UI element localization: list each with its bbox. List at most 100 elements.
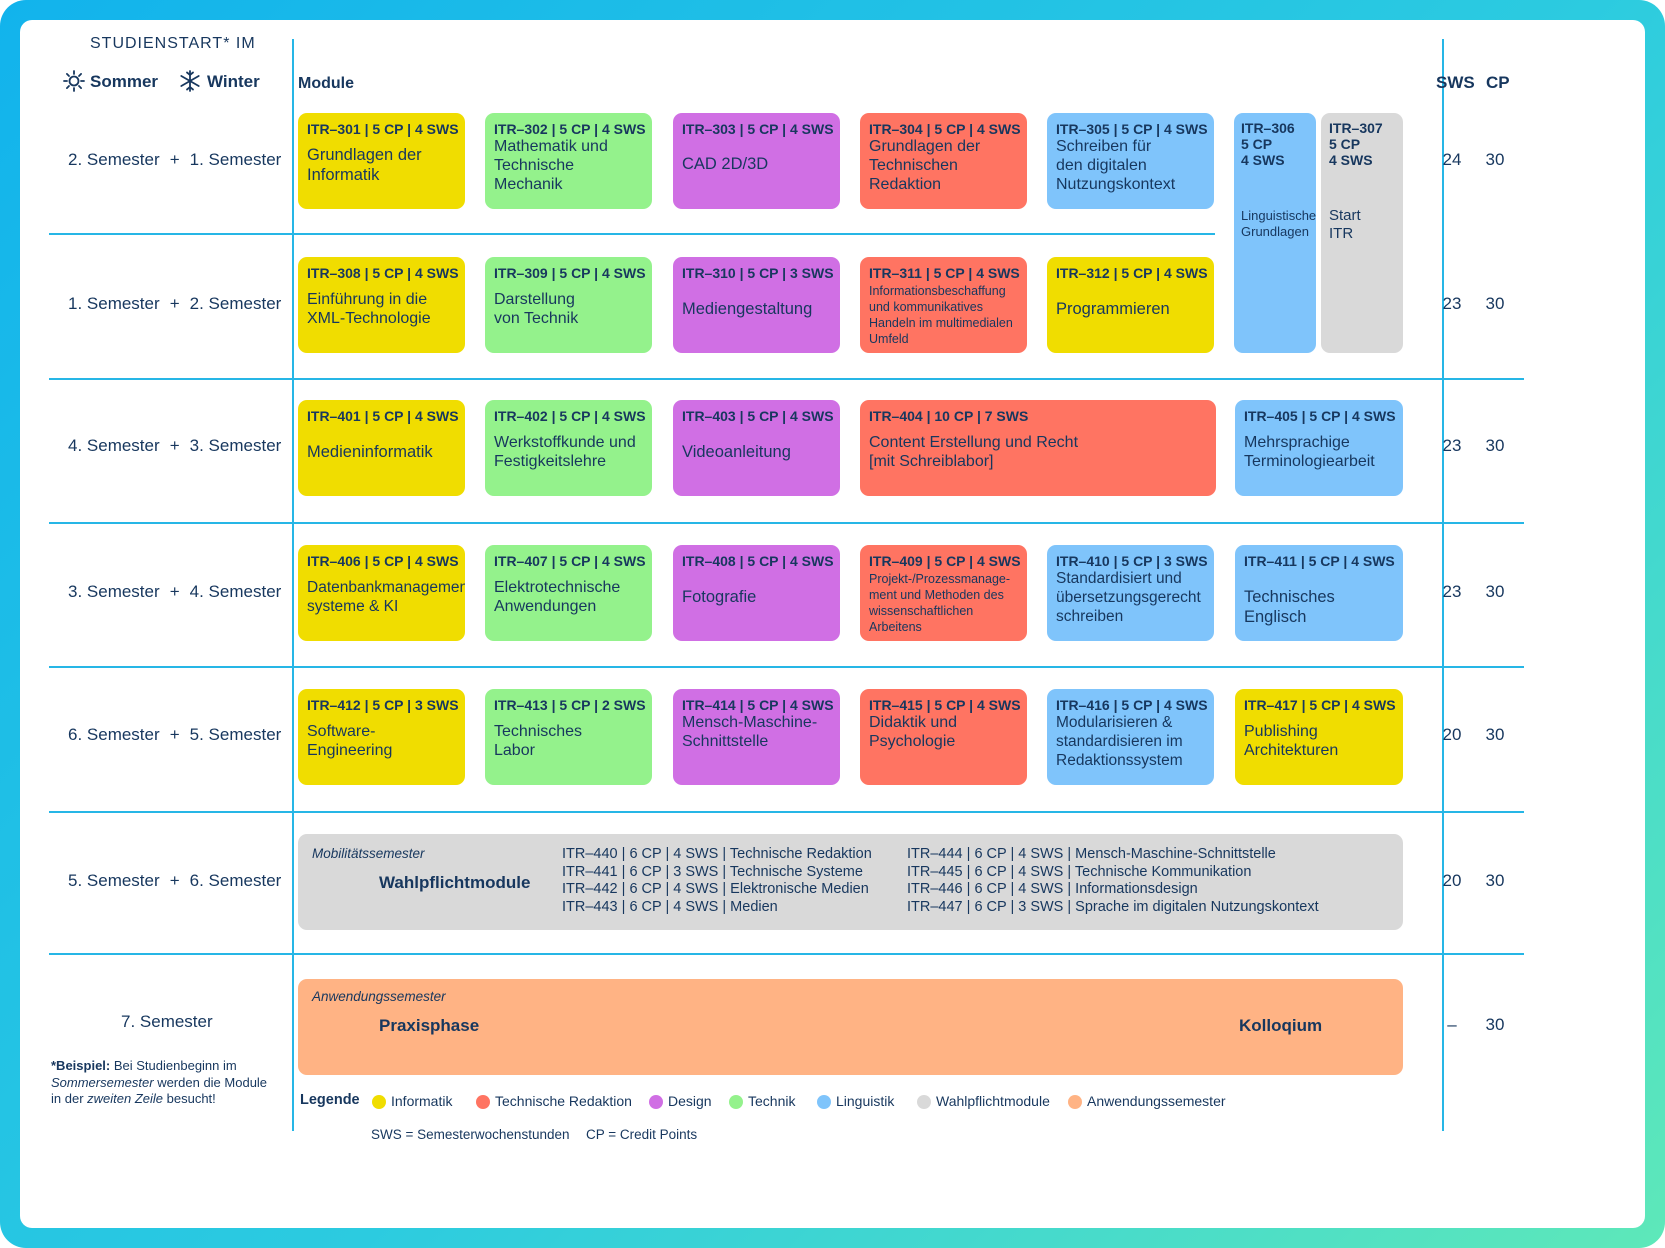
- module-itr-405[interactable]: ITR–405 | 5 CP | 4 SWS Mehrsprachige Ter…: [1235, 400, 1403, 496]
- module-itr-310[interactable]: ITR–310 | 5 CP | 3 SWS Mediengestaltung: [673, 257, 840, 353]
- cp-abbreviation: CP = Credit Points: [586, 1127, 698, 1142]
- module-title: Mehrsprachige Terminologiearbeit: [1244, 434, 1375, 470]
- module-itr-404[interactable]: ITR–404 | 10 CP | 7 SWS Content Erstellu…: [860, 400, 1216, 496]
- module-itr-308[interactable]: ITR–308 | 5 CP | 4 SWS Einführung in die…: [298, 257, 465, 353]
- row7-semester-label: 7. Semester: [121, 1012, 213, 1031]
- wahlpflicht-item: ITR–444 | 6 CP | 4 SWS | Mensch-Maschine…: [907, 846, 1276, 862]
- module-title: Programmieren: [1056, 300, 1170, 318]
- module-itr-410[interactable]: ITR–410 | 5 CP | 3 SWS Standardisiert un…: [1047, 545, 1214, 641]
- wahlpflicht-block[interactable]: Mobilitätssemester Wahlpflichtmodule ITR…: [298, 834, 1403, 930]
- module-itr-407[interactable]: ITR–407 | 5 CP | 4 SWS Elektrotechnische…: [485, 545, 652, 641]
- sommer-label: Sommer: [90, 72, 159, 91]
- module-title: Einführung in die XML-Technologie: [307, 291, 431, 327]
- row4-semester-label: 3. Semester+4. Semester: [68, 582, 281, 602]
- praxisphase-label: Praxisphase: [379, 1016, 480, 1035]
- row1-plus: +: [169, 150, 180, 169]
- row-divider-5: [49, 811, 1524, 813]
- row4-left: 3. Semester: [68, 582, 160, 601]
- studienstart-heading: STUDIENSTART* IM: [90, 35, 256, 52]
- module-code: ITR–409 | 5 CP | 4 SWS: [869, 553, 1021, 569]
- module-code: ITR–403 | 5 CP | 4 SWS: [682, 408, 834, 424]
- module-itr-311[interactable]: ITR–311 | 5 CP | 4 SWS Informationsbesch…: [860, 257, 1027, 353]
- module-itr-413[interactable]: ITR–413 | 5 CP | 2 SWS Technisches Labor: [485, 689, 652, 785]
- module-itr-409[interactable]: ITR–409 | 5 CP | 4 SWS Projekt-/Prozessm…: [860, 545, 1027, 641]
- module-itr-406[interactable]: ITR–406 | 5 CP | 4 SWS Datenbankmanageme…: [298, 545, 465, 641]
- module-code: ITR–305 | 5 CP | 4 SWS: [1056, 121, 1208, 137]
- sws-abbreviation: SWS = Semesterwochenstunden: [371, 1127, 570, 1142]
- module-itr-301[interactable]: ITR–301 | 5 CP | 4 SWS Grundlagen der In…: [298, 113, 465, 209]
- row5-cp: 30: [1485, 725, 1505, 744]
- sws-heading: SWS: [1436, 73, 1475, 92]
- legend-item-anwendung: Anwendungssemester: [1068, 1093, 1226, 1110]
- module-itr-303[interactable]: ITR–303 | 5 CP | 4 SWS CAD 2D/3D: [673, 113, 840, 209]
- module-title: Werkstoffkunde und Festigkeitslehre: [494, 434, 636, 470]
- module-title: Mensch-Maschine- Schnittstelle: [682, 714, 818, 750]
- module-itr-415[interactable]: ITR–415 | 5 CP | 4 SWS Didaktik und Psyc…: [860, 689, 1027, 785]
- module-code: ITR–312 | 5 CP | 4 SWS: [1056, 265, 1208, 281]
- legend-dot-icon: [917, 1095, 931, 1110]
- module-title: Content Erstellung und Recht [mit Schrei…: [869, 434, 1079, 470]
- row7-sws: –: [1447, 1015, 1457, 1034]
- wahlpflicht-item: ITR–447 | 6 CP | 3 SWS | Sprache im digi…: [907, 898, 1319, 915]
- module-code: ITR–310 | 5 CP | 3 SWS: [682, 265, 834, 281]
- module-code: ITR–412 | 5 CP | 3 SWS: [307, 697, 459, 713]
- legend-label: Linguistik: [836, 1093, 895, 1109]
- row-divider-1: [49, 233, 1215, 235]
- module-title: Elektrotechnische Anwendungen: [494, 579, 621, 615]
- module-code: ITR–308 | 5 CP | 4 SWS: [307, 265, 459, 281]
- module-title: Fotografie: [682, 588, 757, 606]
- module-itr-401[interactable]: ITR–401 | 5 CP | 4 SWS Medieninformatik: [298, 400, 465, 496]
- anwendung-block[interactable]: Anwendungssemester Praxisphase Kolloqium: [298, 979, 1403, 1075]
- module-code: ITR–311 | 5 CP | 4 SWS: [869, 265, 1020, 281]
- module-itr-302[interactable]: ITR–302 | 5 CP | 4 SWS Mathematik und Te…: [485, 113, 652, 209]
- module-itr-309[interactable]: ITR–309 | 5 CP | 4 SWS Darstellung von T…: [485, 257, 652, 353]
- row6-cp: 30: [1485, 871, 1505, 890]
- winter-label: Winter: [207, 72, 260, 91]
- row4-plus: +: [169, 582, 180, 601]
- module-itr-408[interactable]: ITR–408 | 5 CP | 4 SWS Fotografie: [673, 545, 840, 641]
- legend-label: Informatik: [391, 1093, 453, 1109]
- module-itr-307[interactable]: ITR–307 5 CP 4 SWS Start ITR: [1321, 113, 1403, 353]
- row2-left: 1. Semester: [68, 294, 160, 313]
- row6-semester-label: 5. Semester+6. Semester: [68, 871, 281, 891]
- row3-plus: +: [169, 436, 180, 455]
- right-divider: [1442, 39, 1444, 1131]
- module-title: Didaktik und Psychologie: [869, 714, 958, 750]
- module-title: Medieninformatik: [307, 443, 433, 461]
- module-itr-312[interactable]: ITR–312 | 5 CP | 4 SWS Programmieren: [1047, 257, 1214, 353]
- module-itr-416[interactable]: ITR–416 | 5 CP | 4 SWS Modularisieren & …: [1047, 689, 1214, 785]
- legend-label: Technik: [748, 1093, 796, 1109]
- footnote-bold: *Beispiel:: [51, 1058, 111, 1073]
- row4-cp: 30: [1485, 582, 1505, 601]
- row3-left: 4. Semester: [68, 436, 160, 455]
- module-itr-414[interactable]: ITR–414 | 5 CP | 4 SWS Mensch-Maschine- …: [673, 689, 840, 785]
- module-code: ITR–303 | 5 CP | 4 SWS: [682, 121, 834, 137]
- module-itr-403[interactable]: ITR–403 | 5 CP | 4 SWS Videoanleitung: [673, 400, 840, 496]
- module-itr-411[interactable]: ITR–411 | 5 CP | 4 SWS Technisches Engli…: [1235, 545, 1403, 641]
- curriculum-panel: STUDIENSTART* IM Sommer Winter Module SW…: [20, 20, 1645, 1228]
- anwendung-label: Anwendungssemester: [312, 989, 446, 1004]
- legend-label: Technische Redaktion: [495, 1093, 632, 1109]
- legend-item-design: Design: [649, 1093, 712, 1110]
- module-itr-417[interactable]: ITR–417 | 5 CP | 4 SWS Publishing Archit…: [1235, 689, 1403, 785]
- row-divider-3: [49, 522, 1524, 524]
- module-code: ITR–408 | 5 CP | 4 SWS: [682, 553, 834, 569]
- module-itr-402[interactable]: ITR–402 | 5 CP | 4 SWS Werkstoffkunde un…: [485, 400, 652, 496]
- module-itr-306[interactable]: ITR–306 5 CP 4 SWS Linguistische Grundla…: [1234, 113, 1316, 353]
- wahlpflicht-title: Wahlpflichtmodule: [379, 873, 531, 892]
- module-code: ITR–407 | 5 CP | 4 SWS: [494, 553, 646, 569]
- module-title: Mathematik und Technische Mechanik: [494, 138, 608, 193]
- module-code: ITR–411 | 5 CP | 4 SWS: [1244, 553, 1395, 569]
- module-itr-305[interactable]: ITR–305 | 5 CP | 4 SWS Schreiben für den…: [1047, 113, 1214, 209]
- row1-left: 2. Semester: [68, 150, 160, 169]
- row5-semester-label: 6. Semester+5. Semester: [68, 725, 281, 745]
- footnote-text: besucht!: [163, 1091, 216, 1106]
- module-itr-412[interactable]: ITR–412 | 5 CP | 3 SWS Software- Enginee…: [298, 689, 465, 785]
- legend-dot-icon: [476, 1095, 490, 1110]
- row6-right: 6. Semester: [189, 871, 282, 890]
- module-itr-304[interactable]: ITR–304 | 5 CP | 4 SWS Grundlagen der Te…: [860, 113, 1027, 209]
- module-title: Informationsbeschaffung und kommunikativ…: [869, 284, 1013, 346]
- legend-label: Wahlpflichtmodule: [936, 1093, 1050, 1109]
- legend-dot-icon: [1068, 1095, 1082, 1110]
- row6-left: 5. Semester: [68, 871, 160, 890]
